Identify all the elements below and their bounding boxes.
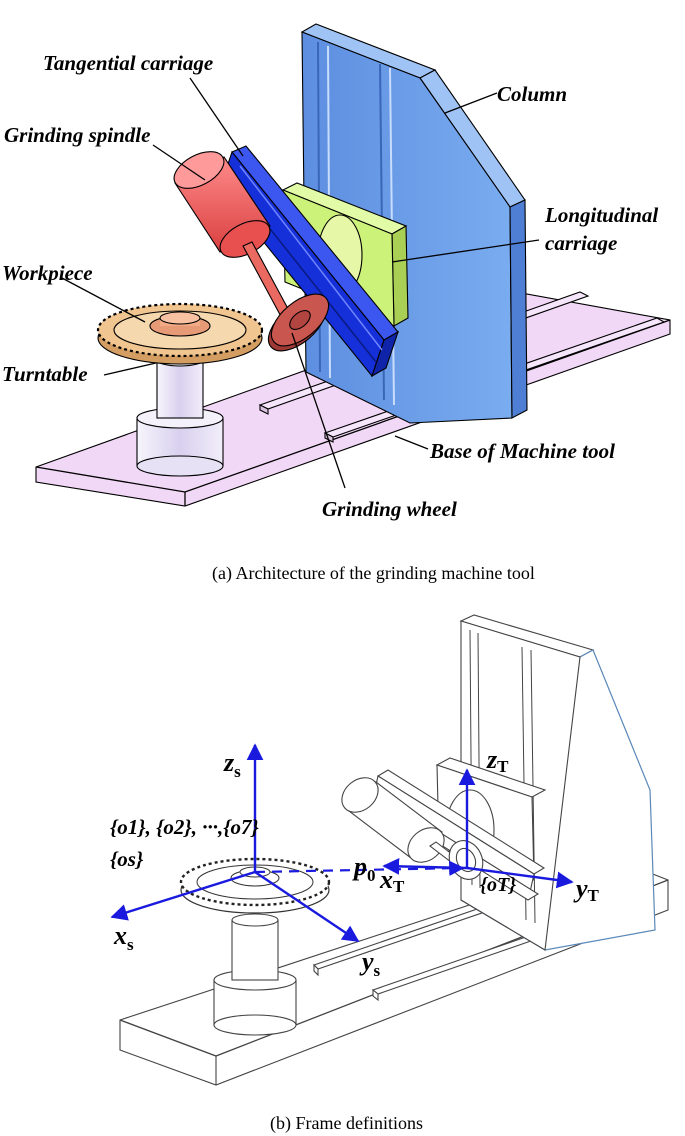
xT-axis: [382, 857, 468, 875]
label-p0: p0: [352, 852, 376, 885]
turntable-outline: [213, 913, 297, 1036]
grinding-wheel: [267, 293, 330, 352]
p0-vector: [254, 860, 465, 876]
label-frame-os: {os}: [110, 847, 144, 871]
grinding-spindle: [173, 151, 294, 323]
label-longitudinal-2: carriage: [545, 231, 617, 255]
caption-b: (b) Frame definitions: [270, 1113, 423, 1134]
label-zs: zs: [223, 748, 241, 781]
label-workpiece: Workpiece: [2, 261, 93, 285]
label-zT: zT: [486, 745, 509, 776]
tool-frame-axes: [382, 768, 574, 889]
label-turntable: Turntable: [2, 362, 88, 386]
label-yT: yT: [573, 874, 600, 905]
label-longitudinal-1: Longitudinal: [544, 203, 658, 227]
ys-axis: [254, 871, 360, 942]
label-base: Base of Machine tool: [429, 439, 615, 463]
label-xs: xs: [113, 921, 134, 954]
label-column: Column: [497, 82, 567, 106]
workpiece-frame-axes: [110, 743, 465, 942]
label-grinding-spindle: Grinding spindle: [4, 123, 150, 147]
turntable: [136, 353, 224, 477]
label-frames-o1-o7: {o1}, {o2}, ···,{o7}: [110, 815, 260, 839]
workpiece-gear: [96, 302, 264, 365]
figure-b: zs xs ys p0 zT xT yT {o1}, {o2}, ···,{o7…: [110, 614, 669, 1134]
label-ys: ys: [359, 947, 381, 980]
leader-lines: [61, 77, 540, 489]
xs-axis: [110, 870, 256, 921]
figure-a: Tangential carriage Grinding spindle Col…: [2, 23, 671, 584]
tangential-carriage: [219, 145, 399, 378]
label-xT: xT: [379, 865, 405, 896]
label-grinding-wheel: Grinding wheel: [322, 497, 457, 521]
yT-axis: [466, 866, 574, 889]
caption-a: (a) Architecture of the grinding machine…: [212, 563, 535, 584]
label-tangential-carriage: Tangential carriage: [43, 51, 213, 75]
label-frame-oT: {oT}: [480, 874, 516, 896]
